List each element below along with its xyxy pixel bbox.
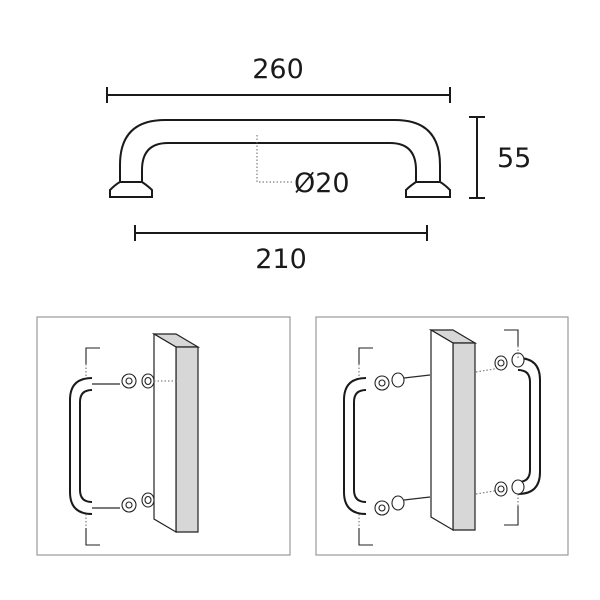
door-board-2 [428,328,478,532]
right-fixing-set [494,352,525,497]
diameter-label: Ø20 [294,168,350,199]
single-side-mounting-panel [36,316,291,556]
handle-bar [69,377,93,515]
top-fixing-set [92,373,178,389]
handle-profile: Ø20 [109,119,451,199]
screw-leaders-2 [358,329,519,546]
back-to-back-mounting-panel [315,316,569,556]
overall-length-dimension: 260 [106,54,451,103]
left-fixing-set [374,367,501,516]
overall-length-label: 260 [252,54,304,85]
height-dimension: 55 [469,116,531,199]
screw-leaders [85,347,100,546]
handle-elevation: 260 Ø20 55 210 [106,54,531,275]
left-handle-bar [343,377,367,515]
door-board [151,332,201,534]
right-handle-bar [517,357,541,495]
center-distance-dimension: 210 [134,225,428,275]
bottom-fixing-set [92,492,155,513]
height-label: 55 [497,143,531,174]
center-distance-label: 210 [255,244,307,275]
